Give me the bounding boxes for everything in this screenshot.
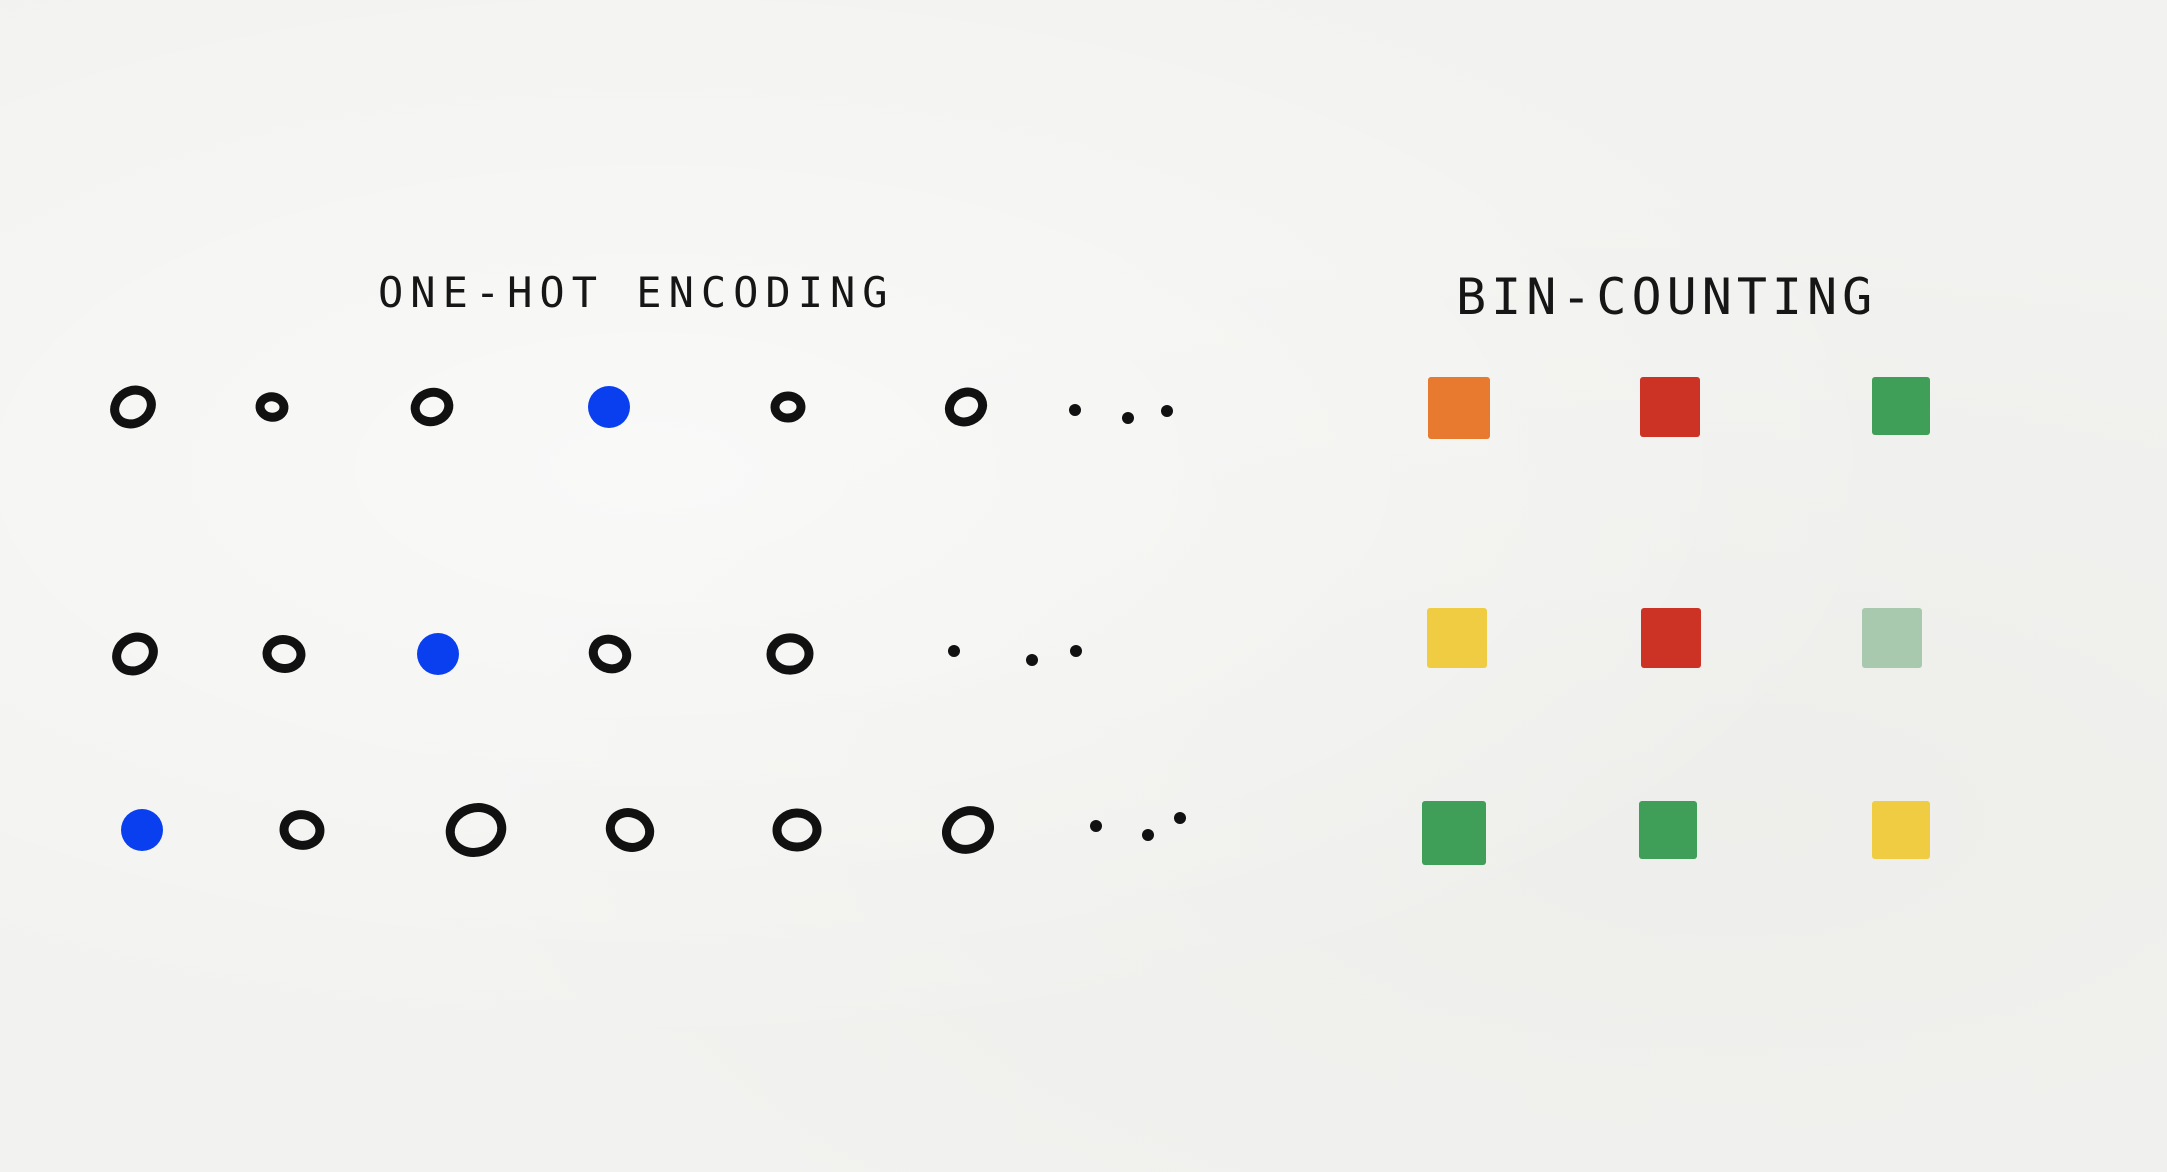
cold-ring	[110, 385, 156, 429]
cold-ring	[772, 808, 822, 852]
ellipsis-dot	[1070, 645, 1082, 657]
cold-ring	[605, 808, 655, 852]
ellipsis-dot	[1122, 412, 1134, 424]
bin-square	[1427, 608, 1487, 668]
hot-dot	[588, 386, 630, 428]
bin-square	[1872, 801, 1930, 859]
ellipsis-dot	[1090, 820, 1102, 832]
bin-square	[1872, 377, 1930, 435]
cold-ring	[112, 632, 158, 676]
ellipsis-dot	[948, 645, 960, 657]
cold-ring	[279, 810, 325, 850]
bin-square	[1639, 801, 1697, 859]
cold-ring	[766, 633, 814, 675]
cold-ring	[262, 635, 306, 673]
cold-ring	[942, 806, 994, 854]
ellipsis-dot	[1142, 829, 1154, 841]
cold-ring	[445, 803, 507, 857]
bin-counting-heading: BIN-COUNTING	[1456, 268, 1878, 326]
bin-square	[1641, 608, 1701, 668]
bin-square	[1862, 608, 1922, 668]
hot-dot	[121, 809, 163, 851]
cold-ring	[770, 391, 806, 423]
ellipsis-dot	[1069, 404, 1081, 416]
ellipsis-dot	[1026, 654, 1038, 666]
ellipsis-dot	[1174, 812, 1186, 824]
cold-ring	[255, 392, 289, 422]
cold-ring	[944, 387, 988, 427]
cold-ring	[588, 634, 632, 674]
one-hot-encoding-heading: ONE-HOT ENCODING	[378, 268, 895, 317]
hot-dot	[417, 633, 459, 675]
ellipsis-dot	[1161, 405, 1173, 417]
bin-square	[1640, 377, 1700, 437]
cold-ring	[410, 387, 454, 427]
bin-square	[1422, 801, 1486, 865]
bin-square	[1428, 377, 1490, 439]
